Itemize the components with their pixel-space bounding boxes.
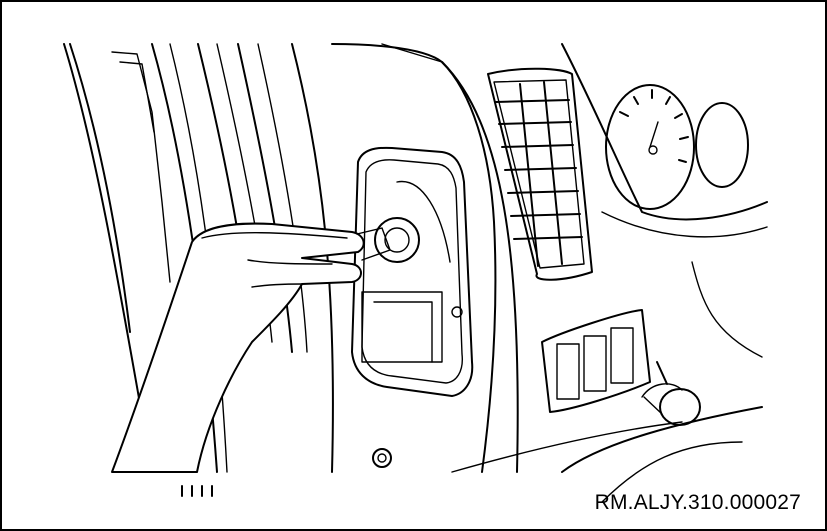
dash-panel [331, 43, 763, 473]
panel-opening [351, 146, 474, 397]
figure-code-label: RM.ALJY.310.000027 [594, 491, 801, 514]
rotary-knob [601, 261, 763, 503]
a-pillar-lines [63, 43, 334, 473]
switch-panel [541, 309, 651, 413]
hand [111, 222, 391, 473]
panel-bolt [372, 448, 392, 468]
bottom-ticks [181, 485, 213, 497]
instrument-cluster [561, 43, 768, 238]
air-vent [487, 67, 593, 281]
